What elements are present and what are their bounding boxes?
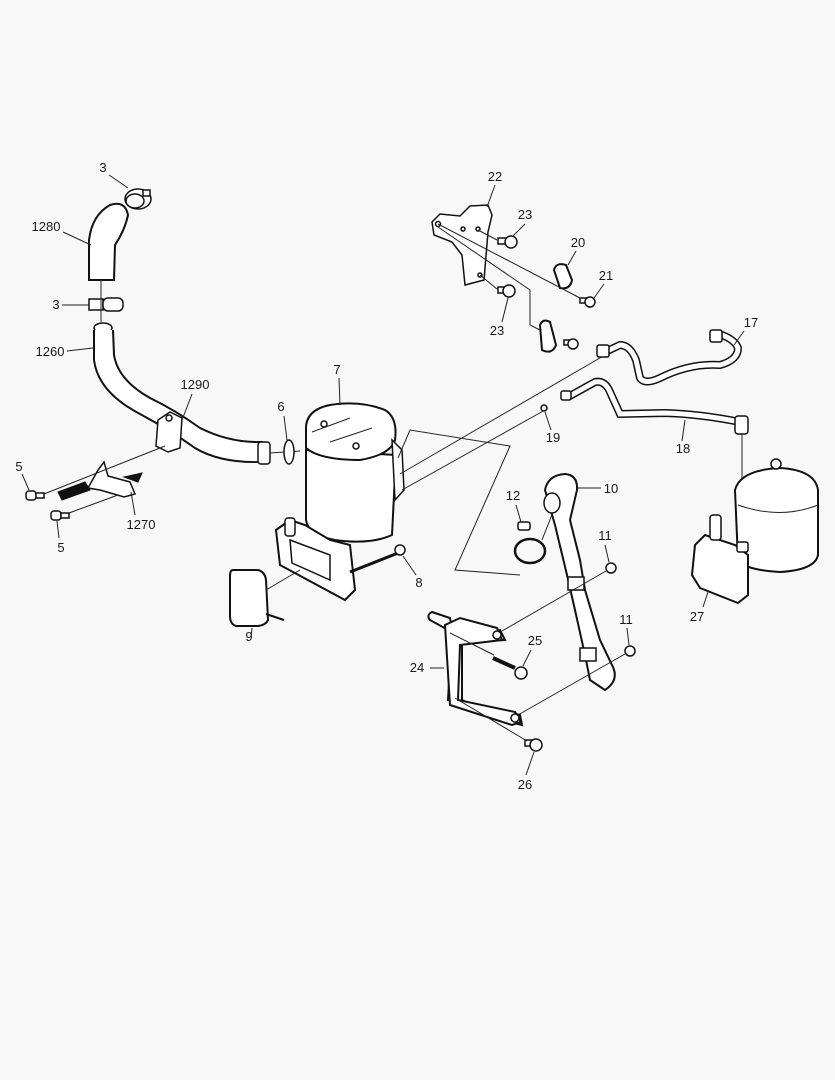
- leader-lines-bracket: [437, 184, 605, 331]
- hose-clamp-mid: [88, 297, 124, 312]
- callout-19: 19: [545, 430, 561, 445]
- bolt-5-upper: [25, 490, 45, 501]
- callout-23-lower: 23: [489, 323, 505, 338]
- callout-21: 21: [598, 268, 614, 283]
- callout-22: 22: [487, 169, 503, 184]
- callout-27: 27: [689, 609, 705, 624]
- bolt-25: [492, 656, 528, 680]
- bracket-22: [431, 204, 493, 286]
- o-ring-6: [283, 439, 295, 465]
- clamp-20: [552, 263, 574, 290]
- bolt-11-lower: [624, 645, 636, 657]
- bracket-1270: [57, 460, 143, 501]
- compressor-7: [274, 402, 405, 602]
- callout-8: 8: [415, 575, 423, 590]
- callout-5-lower: 5: [57, 540, 65, 555]
- pipe-17: [596, 329, 743, 386]
- leader-lines-center: [397, 354, 606, 576]
- o-ring-19: [540, 404, 548, 412]
- callout-1280: 1280: [31, 219, 61, 234]
- callout-1260: 1260: [35, 344, 65, 359]
- leader-lines-hose10: [501, 487, 630, 716]
- callout-11-lower: 11: [619, 612, 633, 627]
- bolt-26: [524, 738, 543, 752]
- hose-clamp-12: [513, 521, 547, 565]
- bracket-clamp-1290: [155, 411, 183, 453]
- callout-5-upper: 5: [15, 459, 23, 474]
- callout-23-upper: 23: [517, 207, 533, 222]
- bolt-21: [579, 296, 596, 308]
- callout-20: 20: [570, 235, 586, 250]
- callout-1290: 1290: [180, 377, 210, 392]
- leader-lines-left: [21, 174, 301, 539]
- callout-17: 17: [743, 315, 759, 330]
- callout-25: 25: [527, 633, 543, 648]
- gasket-9: [229, 569, 285, 627]
- callout-3-mid: 3: [52, 297, 60, 312]
- bolt-8: [349, 544, 406, 574]
- callout-1270: 1270: [126, 517, 156, 532]
- callout-11-upper: 11: [598, 528, 612, 543]
- hose-clamp-top: [124, 188, 152, 210]
- callout-6: 6: [277, 399, 285, 414]
- bolt-5-lower: [50, 510, 70, 521]
- callout-18: 18: [675, 441, 691, 456]
- hose-1260-1290: [93, 322, 271, 465]
- bolt-23-upper: [497, 235, 518, 249]
- leader-lines-bracket24: [430, 632, 535, 776]
- bolt-11-upper: [605, 562, 617, 574]
- hose-10: [543, 472, 616, 692]
- reservoir-27: [690, 458, 819, 605]
- hose-1280: [88, 202, 130, 281]
- bolt-23-lower: [497, 284, 516, 298]
- callout-3-top: 3: [99, 160, 107, 175]
- clamp-lower: [538, 319, 579, 353]
- callout-24: 24: [409, 660, 425, 675]
- callout-9: 9: [245, 629, 253, 644]
- callout-12: 12: [505, 488, 521, 503]
- callout-26: 26: [517, 777, 533, 792]
- callout-7: 7: [333, 362, 341, 377]
- callout-10: 10: [603, 481, 619, 496]
- pipe-18: [560, 377, 749, 435]
